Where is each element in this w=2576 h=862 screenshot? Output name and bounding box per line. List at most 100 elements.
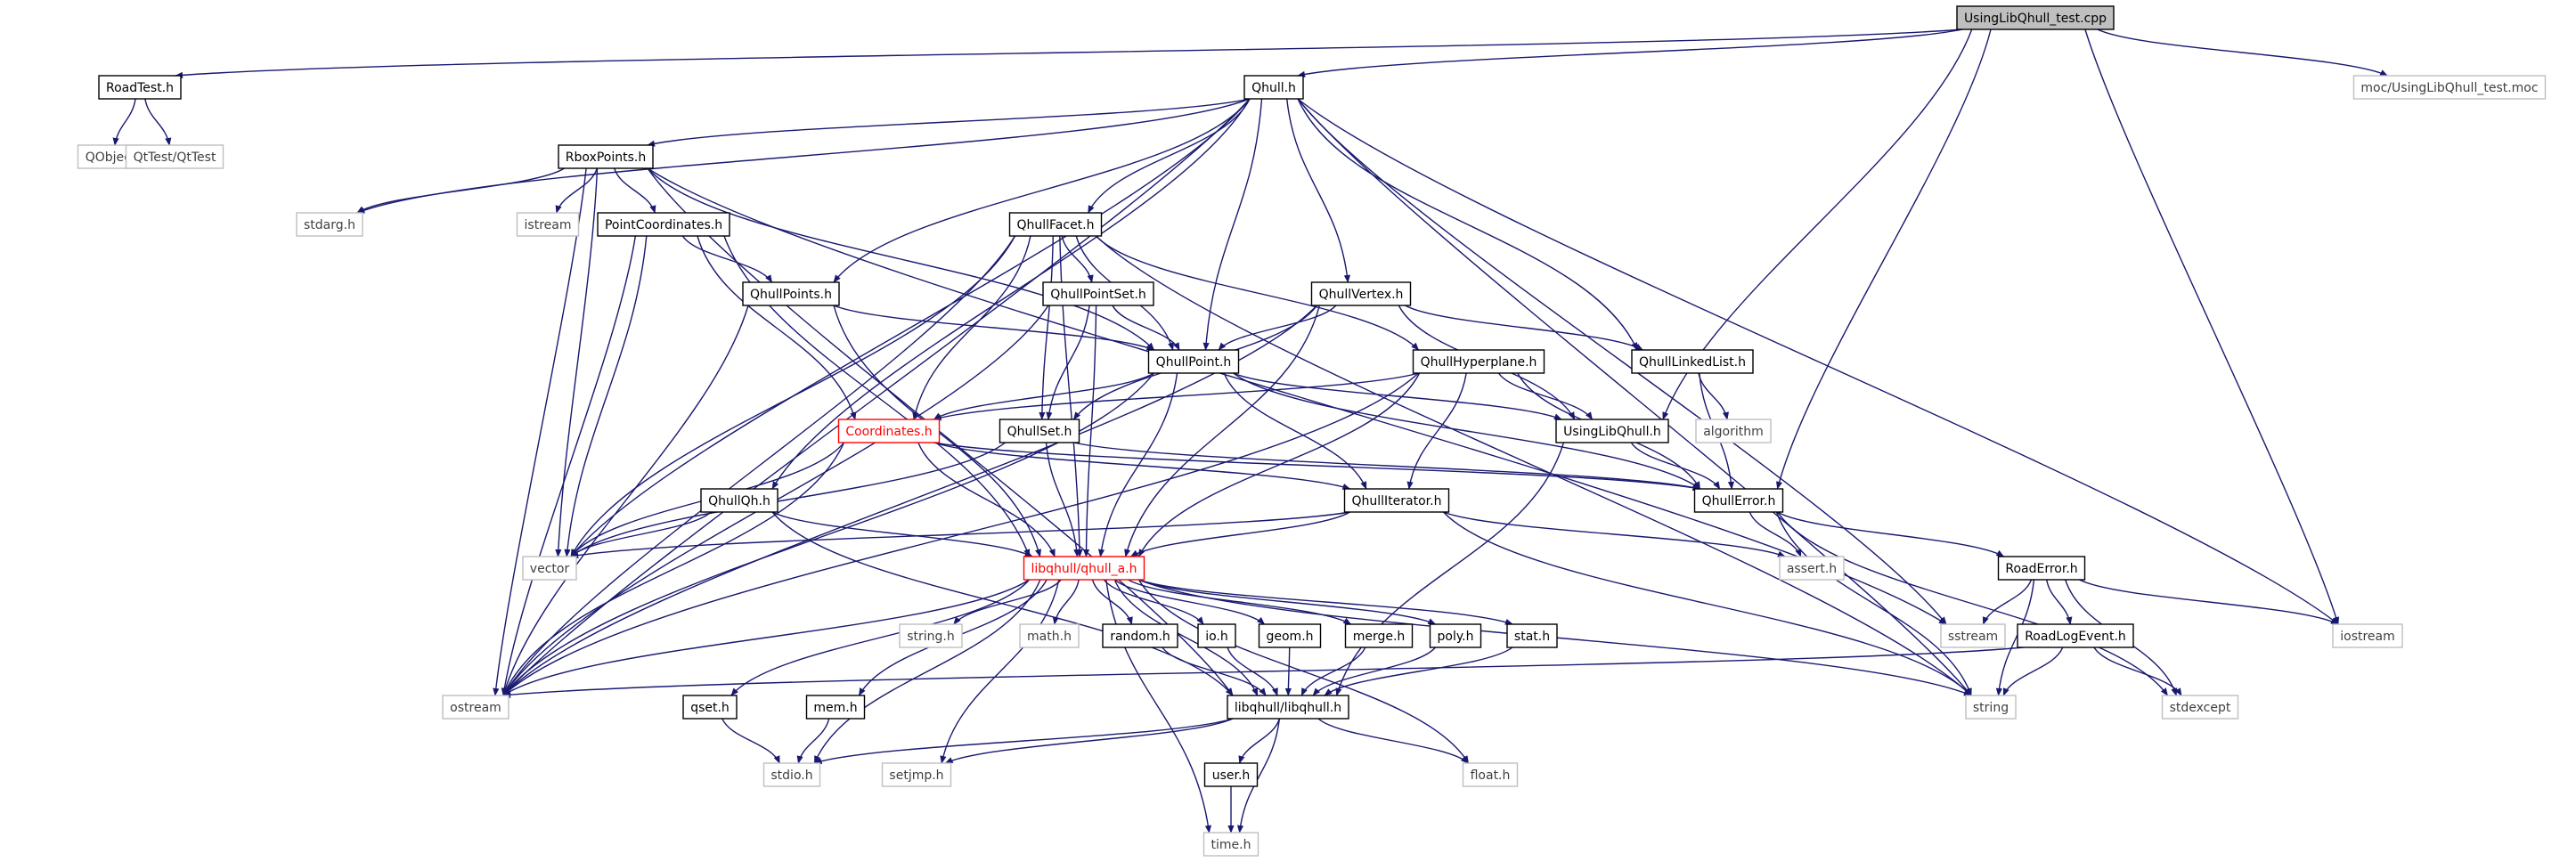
node-rboxpoints-h[interactable]: RboxPoints.h: [558, 144, 654, 169]
edge-qhullpointset-to-qhulla: [1082, 305, 1097, 557]
node-label: QhullLinkedList.h: [1639, 355, 1746, 370]
edge-qhulla-to-setjmp: [940, 579, 1060, 764]
node-box: [1779, 556, 1845, 581]
edge-qhulla-to-ioh: [1103, 579, 1204, 625]
node-label: QhullSet.h: [1007, 425, 1072, 439]
node-qhullpoint-h[interactable]: QhullPoint.h: [1147, 349, 1240, 374]
edge-qhullerror-to-stdexcept: [1776, 511, 2169, 696]
edge-qhulliterator-to-string: [1442, 511, 1972, 696]
node-qhulllinkedlist-h[interactable]: QhullLinkedList.h: [1631, 349, 1754, 374]
edge-qhulla-to-qseth: [730, 579, 1031, 696]
node-libqhull-qhull-a-h[interactable]: libqhull/qhull_a.h: [1023, 556, 1145, 581]
node-sstream: sstream: [1940, 623, 2006, 648]
edge-qhullpointset-to-qhullpoint: [1112, 305, 1180, 351]
node-label: stat.h: [1514, 630, 1550, 644]
node-stat-h[interactable]: stat.h: [1506, 623, 1558, 648]
node-box: [881, 762, 952, 787]
node-label: libqhull/qhull_a.h: [1031, 562, 1137, 576]
node-usinglibqhull-h[interactable]: UsingLibQhull.h: [1555, 419, 1669, 443]
edge-qhullhyperplane-to-coordinates: [933, 372, 1419, 421]
edge-qhull-to-sstream: [1297, 98, 1947, 625]
node-random-h[interactable]: random.h: [1102, 623, 1178, 648]
node-qhullvertex-h[interactable]: QhullVertex.h: [1310, 281, 1412, 306]
node-box: [2161, 695, 2239, 720]
node-qhull-h[interactable]: Qhull.h: [1243, 75, 1304, 100]
node-box: [2017, 623, 2134, 648]
node-label: iostream: [2340, 630, 2395, 644]
edge-roaderror-to-roadlogevent: [2046, 579, 2073, 625]
node-assert-h: assert.h: [1779, 556, 1845, 581]
edge-qhulliterator-to-qhulla: [1129, 511, 1350, 557]
edge-rboxpoints-to-qhullpoint: [647, 167, 1155, 351]
node-io-h[interactable]: io.h: [1197, 623, 1236, 648]
edge-qhulliterator-to-assert: [1443, 511, 1786, 557]
edge-qhulla-to-ostream: [502, 579, 1030, 696]
edge-qhullset-to-vector: [570, 442, 1006, 557]
node-usinglibqhull-test-cpp[interactable]: UsingLibQhull_test.cpp: [1956, 5, 2115, 30]
node-qhullpointset-h[interactable]: QhullPointSet.h: [1042, 281, 1154, 306]
edge-qhullfacet-to-string: [1096, 235, 1972, 696]
edge-qhull-to-qhullvertex: [1286, 98, 1350, 283]
node-box: [1202, 832, 1259, 857]
node-qhullset-h[interactable]: QhullSet.h: [999, 419, 1080, 443]
edge-qhullqh-to-qhulla: [771, 511, 1033, 557]
node-qhulliterator-h[interactable]: QhullIterator.h: [1343, 488, 1450, 513]
node-label: algorithm: [1703, 425, 1764, 439]
node-label: istream: [525, 218, 572, 232]
node-qset-h[interactable]: qset.h: [682, 695, 738, 720]
edge-root-to-qhullerror: [1776, 28, 1992, 490]
node-box: [762, 762, 821, 787]
node-label: poly.h: [1438, 630, 1474, 644]
node-qhullqh-h[interactable]: QhullQh.h: [700, 488, 779, 513]
node-roadtest-h[interactable]: RoadTest.h: [98, 75, 182, 100]
node-user-h[interactable]: user.h: [1203, 762, 1259, 787]
node-roadlogevent-h[interactable]: RoadLogEvent.h: [2017, 623, 2134, 648]
node-label: QhullError.h: [1702, 494, 1776, 508]
node-string: string: [1965, 695, 2017, 720]
edge-qhullpointset-to-qhullset: [1046, 305, 1090, 420]
node-box: [700, 488, 779, 513]
node-poly-h[interactable]: poly.h: [1429, 623, 1482, 648]
node-moc-usinglibqhull-test-moc: moc/UsingLibQhull_test.moc: [2352, 75, 2547, 100]
node-geom-h[interactable]: geom.h: [1258, 623, 1322, 648]
edge-qhulla-to-floath: [1137, 579, 1470, 764]
node-mem-h[interactable]: mem.h: [805, 695, 866, 720]
node-label: assert.h: [1787, 562, 1837, 576]
node-coordinates-h[interactable]: Coordinates.h: [837, 419, 941, 443]
node-qhullerror-h[interactable]: QhullError.h: [1693, 488, 1784, 513]
node-label: PointCoordinates.h: [605, 218, 722, 232]
node-qhullhyperplane-h[interactable]: QhullHyperplane.h: [1412, 349, 1545, 374]
node-label: UsingLibQhull.h: [1563, 425, 1661, 439]
node-label: RoadError.h: [2005, 562, 2077, 576]
node-label: vector: [530, 562, 570, 576]
edge-coordinates-to-qhullerror: [933, 442, 1701, 492]
edge-qhullfacet-to-qhullset: [1039, 235, 1054, 420]
node-qhullpoints-h[interactable]: QhullPoints.h: [742, 281, 840, 306]
node-box: [1940, 623, 2006, 648]
edge-qhullset-to-qhullerror: [1073, 442, 1701, 491]
edge-libqhullh-to-setjmp: [944, 718, 1234, 764]
node-box: [1147, 349, 1240, 374]
edge-usinglibqhull-to-libqhullh: [1335, 442, 1565, 696]
node-roaderror-h[interactable]: RoadError.h: [1997, 556, 2086, 581]
node-box: [682, 695, 738, 720]
node-vector: vector: [522, 556, 577, 581]
node-label: QhullPointSet.h: [1050, 288, 1146, 302]
edge-qhulliterator-to-vector: [570, 511, 1350, 559]
edge-libqhullh-to-userh: [1238, 718, 1281, 764]
node-qhullfacet-h[interactable]: QhullFacet.h: [1008, 212, 1103, 237]
node-box: [805, 695, 866, 720]
edge-qhulla-to-stringh: [953, 579, 1062, 625]
edge-qhulla-to-timeh: [1105, 579, 1211, 834]
edge-qseth-to-stdio: [721, 718, 780, 764]
edge-rboxpoints-to-pointcoords: [614, 167, 656, 214]
edge-rboxpoints-to-stdarg: [356, 167, 565, 214]
node-pointcoordinates-h[interactable]: PointCoordinates.h: [597, 212, 730, 237]
node-label: random.h: [1110, 630, 1170, 644]
edge-geomh-to-libqhullh: [1284, 646, 1292, 696]
node-box: [1258, 623, 1322, 648]
edge-roaderror-to-iostream: [2079, 579, 2339, 625]
node-label: QhullIterator.h: [1352, 494, 1442, 508]
node-merge-h[interactable]: merge.h: [1344, 623, 1414, 648]
node-libqhull-libqhull-h[interactable]: libqhull/libqhull.h: [1227, 695, 1349, 720]
